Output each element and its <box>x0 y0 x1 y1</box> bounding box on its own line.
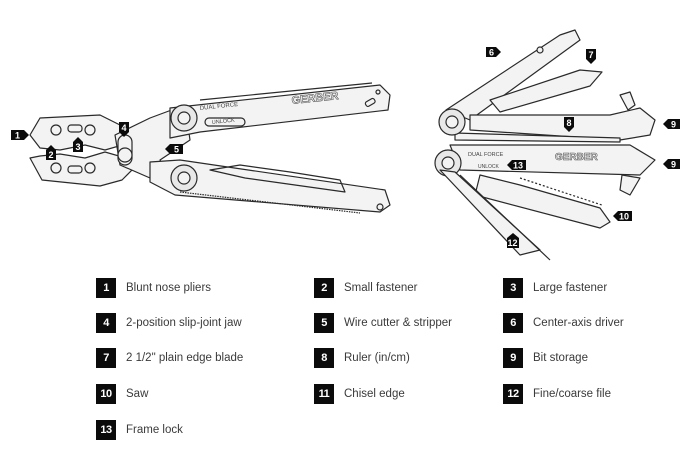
legend-item: 3 Large fastener <box>503 278 607 298</box>
legend-label: 2 1/2" plain edge blade <box>126 352 244 364</box>
legend-label: Ruler (in/cm) <box>344 352 410 364</box>
legend-number: 7 <box>96 348 116 368</box>
brand-text-right: GERBER <box>555 152 599 163</box>
legend-number: 12 <box>503 384 523 404</box>
pivot-upper <box>438 108 466 136</box>
legend-label: Wire cutter & stripper <box>344 317 452 329</box>
svg-text:9: 9 <box>671 160 676 170</box>
legend-number: 9 <box>503 348 523 368</box>
legend-label: Saw <box>126 388 149 400</box>
legend-number: 1 <box>96 278 116 298</box>
blade <box>489 69 603 113</box>
legend-item: 9 Bit storage <box>503 348 588 368</box>
svg-text:3: 3 <box>76 142 81 152</box>
legend-number: 5 <box>314 313 334 333</box>
legend-label: 2-position slip-joint jaw <box>126 317 242 329</box>
unlock-text-right: UNLOCK <box>478 164 500 170</box>
legend-label: Frame lock <box>126 424 183 436</box>
driver-arm <box>445 29 581 121</box>
svg-text:12: 12 <box>508 238 518 248</box>
legend-item: 1 Blunt nose pliers <box>96 278 211 298</box>
legend-label: Fine/coarse file <box>533 388 611 400</box>
legend-label: Center-axis driver <box>533 317 624 329</box>
legend-number: 4 <box>96 313 116 333</box>
callout-13: 13 <box>507 160 526 171</box>
dual-force-text-right: DUAL FORCE <box>468 152 504 158</box>
callout-8: 8 <box>564 117 574 132</box>
main-handle <box>449 144 656 196</box>
legend-item: 2 Small fastener <box>314 278 418 298</box>
legend-item: 12 Fine/coarse file <box>503 384 611 404</box>
callout-3: 3 <box>73 137 83 152</box>
svg-text:2: 2 <box>49 150 54 160</box>
legend-label: Bit storage <box>533 352 588 364</box>
svg-text:5: 5 <box>174 145 179 155</box>
legend-label: Small fastener <box>344 282 418 294</box>
legend-number: 3 <box>503 278 523 298</box>
legend-item: 10 Saw <box>96 384 148 404</box>
file <box>439 169 551 261</box>
dual-force-text-left: DUAL FORCE <box>200 102 239 112</box>
svg-text:4: 4 <box>122 123 127 133</box>
legend-item: 11 Chisel edge <box>314 384 405 404</box>
legend-label: Chisel edge <box>344 388 405 400</box>
callout-12: 12 <box>507 233 519 248</box>
svg-text:9: 9 <box>671 120 676 130</box>
callout-7: 7 <box>586 49 596 64</box>
unlock-text-left: UNLOCK <box>212 118 236 126</box>
svg-text:10: 10 <box>619 212 629 222</box>
ruler <box>454 132 621 143</box>
legend-number: 8 <box>314 348 334 368</box>
callout-5: 5 <box>165 144 183 155</box>
legend-item: 7 2 1/2" plain edge blade <box>96 348 243 368</box>
callout-9-upper: 9 <box>663 119 680 130</box>
legend-item: 8 Ruler (in/cm) <box>314 348 410 368</box>
svg-text:8: 8 <box>567 118 572 128</box>
legend-number: 11 <box>314 384 334 404</box>
svg-text:6: 6 <box>489 48 494 58</box>
legend-item: 6 Center-axis driver <box>503 313 624 333</box>
callout-10: 10 <box>613 211 632 222</box>
callout-9-lower: 9 <box>663 159 680 170</box>
legend-item: 4 2-position slip-joint jaw <box>96 313 242 333</box>
callout-6: 6 <box>486 47 501 58</box>
legend-number: 6 <box>503 313 523 333</box>
legend-number: 10 <box>96 384 116 404</box>
legend-number: 13 <box>96 420 116 440</box>
lower-handle <box>149 159 391 214</box>
callout-2: 2 <box>46 145 56 160</box>
svg-text:1: 1 <box>15 131 20 141</box>
legend-item: 5 Wire cutter & stripper <box>314 313 452 333</box>
brand-text-left: GERBER <box>291 90 339 107</box>
multitool-illustration: GERBER DUAL FORCE UNLOCK GERBER DUAL FOR… <box>11 29 680 261</box>
legend-item: 13 Frame lock <box>96 420 183 440</box>
upper-handle <box>169 82 391 139</box>
svg-text:13: 13 <box>513 161 523 171</box>
svg-text:7: 7 <box>589 50 594 60</box>
callout-4: 4 <box>119 122 129 137</box>
callout-1: 1 <box>11 130 29 141</box>
legend-number: 2 <box>314 278 334 298</box>
bit-arm-upper <box>469 91 656 141</box>
legend-label: Large fastener <box>533 282 608 294</box>
legend-label: Blunt nose pliers <box>126 282 212 294</box>
